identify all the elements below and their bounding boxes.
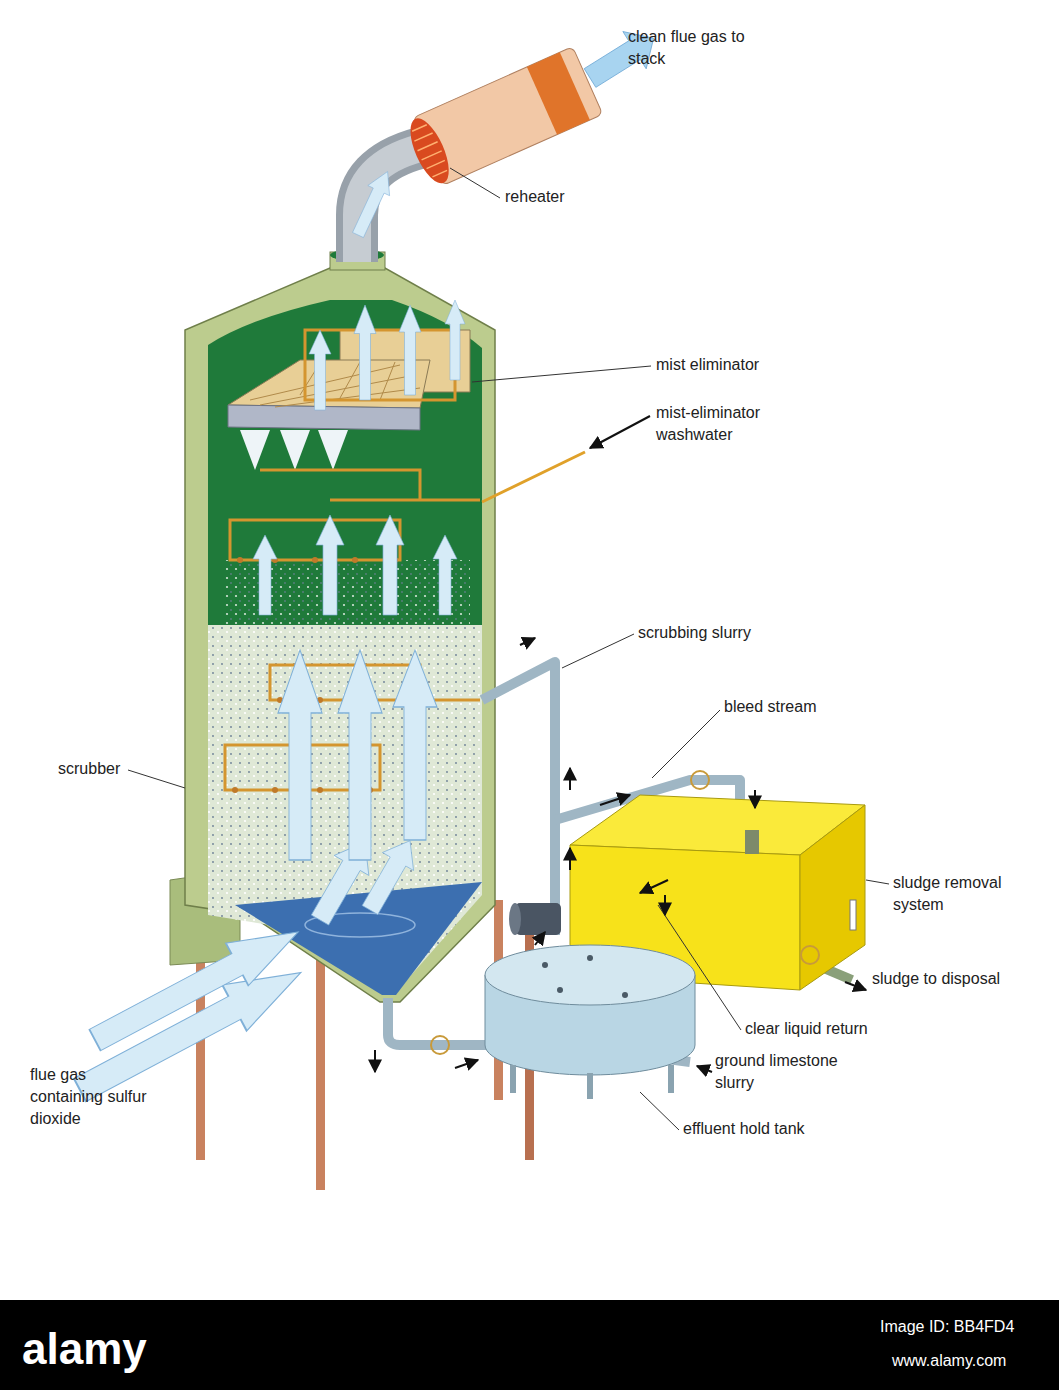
- level-gauge: [850, 900, 856, 930]
- heating-coil: [403, 113, 457, 188]
- leader-line: [652, 710, 720, 778]
- leader-line: [472, 366, 651, 382]
- bolt: [587, 955, 593, 961]
- reheater-unit: [402, 47, 603, 191]
- drain-cone: [318, 430, 348, 470]
- tank-leg: [510, 1065, 516, 1093]
- drain-cone: [280, 430, 310, 470]
- nozzle: [352, 557, 358, 563]
- spray-header: [230, 330, 480, 560]
- watermark-text: alamy: [22, 1318, 242, 1380]
- bolt: [557, 987, 563, 993]
- flow-indicator: [374, 1050, 376, 1072]
- flow-indicator: [455, 1060, 478, 1068]
- flow-arrow: [338, 650, 382, 860]
- leader-line: [450, 168, 500, 198]
- support-leg: [316, 950, 325, 1190]
- pump-motor: [515, 903, 561, 935]
- flow-arrow: [253, 535, 277, 615]
- valve-wheel: [691, 771, 709, 789]
- flow-indicator: [640, 880, 668, 893]
- callout-label: ground limestone slurry: [715, 1050, 857, 1094]
- callout-label: mist eliminator: [656, 354, 826, 376]
- hold-tank-top: [485, 945, 695, 1005]
- callout-label: clean flue gas to stack: [628, 26, 746, 70]
- leader-line: [640, 1092, 679, 1130]
- valve-wheel: [801, 946, 819, 964]
- flow-indicator: [664, 895, 666, 915]
- flow-arrow: [347, 166, 398, 240]
- flow-indicator: [520, 638, 535, 645]
- bolt: [622, 992, 628, 998]
- callout-label: effluent hold tank: [683, 1118, 853, 1140]
- watermark-text: www.alamy.com: [892, 1350, 1052, 1372]
- callout-label: mist-eliminator washwater: [656, 402, 791, 446]
- flow-arrow: [354, 305, 376, 400]
- callout-label: sludge removal system: [893, 872, 1019, 916]
- callout-label: reheater: [505, 186, 615, 208]
- scrubber-tower: [185, 268, 495, 1002]
- tower-interior: [208, 300, 482, 625]
- flow-indicators: [375, 416, 866, 1072]
- bolt: [542, 962, 548, 968]
- flow-arrow: [84, 911, 310, 1061]
- leader-line: [128, 770, 185, 788]
- valve-wheel: [431, 1036, 449, 1054]
- callout-label: scrubbing slurry: [638, 622, 808, 644]
- pump-motor-end: [509, 903, 521, 935]
- reheater-band: [527, 52, 590, 134]
- flow-arrow: [278, 650, 322, 860]
- flow-indicator: [845, 982, 866, 990]
- leader-lines: [128, 168, 889, 1130]
- slurry-riser: [482, 662, 555, 935]
- nozzle: [317, 787, 323, 793]
- footer-bar: [0, 1300, 1059, 1390]
- drain-pipe: [388, 998, 486, 1045]
- nozzle: [232, 787, 238, 793]
- leader-line: [562, 634, 634, 668]
- flow-arrow: [433, 535, 457, 615]
- flow-arrow: [393, 650, 437, 840]
- tank-leg: [587, 1073, 593, 1099]
- flow-arrow: [445, 300, 465, 380]
- coil-windings: [409, 123, 449, 178]
- leader-line: [658, 905, 741, 1030]
- flow-indicator: [535, 932, 545, 945]
- tank-leg: [668, 1065, 674, 1093]
- callout-label: bleed stream: [724, 696, 864, 718]
- flow-indicator: [590, 416, 650, 448]
- drain-cone: [240, 430, 270, 470]
- flow-arrow: [309, 330, 331, 410]
- agitator-motor: [745, 830, 759, 854]
- washwater-pipe: [482, 452, 585, 502]
- flow-indicator: [754, 790, 756, 808]
- flow-indicator: [600, 795, 630, 805]
- flow-arrow: [399, 305, 421, 395]
- nozzle: [272, 787, 278, 793]
- nozzle: [237, 557, 243, 563]
- tank-bolts: [542, 955, 628, 998]
- pipework: [388, 662, 852, 1062]
- flow-indicator: [569, 848, 571, 870]
- flow-arrow: [376, 515, 404, 615]
- sludge-tank-side: [800, 805, 865, 990]
- nozzle: [312, 557, 318, 563]
- callout-label: clear liquid return: [745, 1018, 920, 1040]
- callout-label: scrubber: [58, 758, 158, 780]
- flow-indicator: [569, 768, 571, 790]
- gas-flow-arrows: [68, 300, 465, 1113]
- callout-label: flue gas containing sulfur dioxide: [30, 1064, 150, 1130]
- watermark-text: Image ID: BB4FD4: [880, 1316, 1050, 1338]
- flow-arrow: [316, 515, 344, 615]
- leader-line: [866, 880, 889, 884]
- flow-indicator: [697, 1066, 712, 1072]
- callout-label: sludge to disposal: [872, 968, 1047, 990]
